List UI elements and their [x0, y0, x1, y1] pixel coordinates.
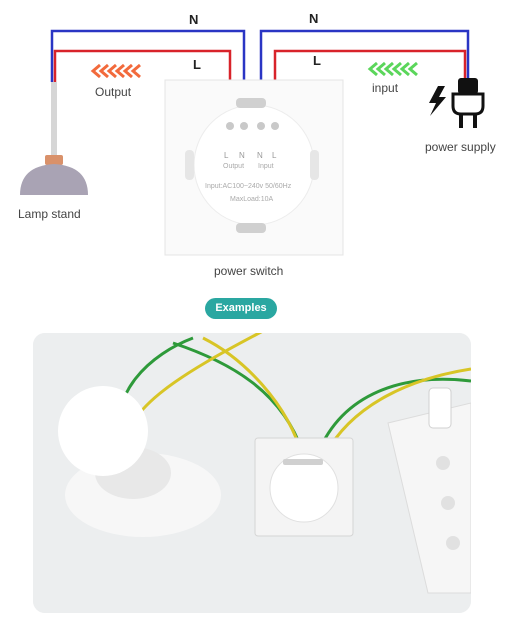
neutral-wire-left — [50, 29, 246, 122]
spec-load: MaxLoad:10A — [230, 196, 274, 203]
wire-l-left-label: L — [193, 57, 201, 72]
wire-n-right-label: N — [309, 11, 319, 26]
example-photo — [33, 333, 471, 613]
wire-n-left-label: N — [189, 12, 199, 27]
terminal-l-out: L — [224, 151, 229, 160]
lamp-stand-label: Lamp stand — [18, 207, 81, 221]
terminal-input-label: Input — [258, 163, 274, 170]
neutral-wire-right — [259, 29, 470, 122]
lightning-icon — [429, 86, 446, 116]
arrow-left-icon — [90, 63, 141, 79]
terminal-l-in: L — [272, 151, 277, 160]
power-switch-label: power switch — [214, 264, 284, 278]
terminal-output-label: Output — [223, 163, 245, 170]
power-supply-label: power supply — [425, 140, 496, 154]
output-label: Output — [95, 85, 132, 99]
examples-badge: Examples — [205, 298, 277, 319]
wire-l-right-label: L — [313, 53, 321, 68]
switch-panel — [164, 79, 344, 256]
terminal-n-out: N — [239, 151, 245, 160]
lamp-icon — [20, 82, 88, 195]
plug-icon — [451, 78, 485, 128]
input-label: input — [372, 81, 399, 95]
spec-input: Input:AC100~240v 50/60Hz — [205, 183, 292, 190]
arrow-left-icon-input — [367, 61, 418, 77]
terminal-n-in: N — [257, 151, 263, 160]
diagram-canvas — [20, 29, 485, 256]
example-photo-illustration — [33, 333, 471, 613]
